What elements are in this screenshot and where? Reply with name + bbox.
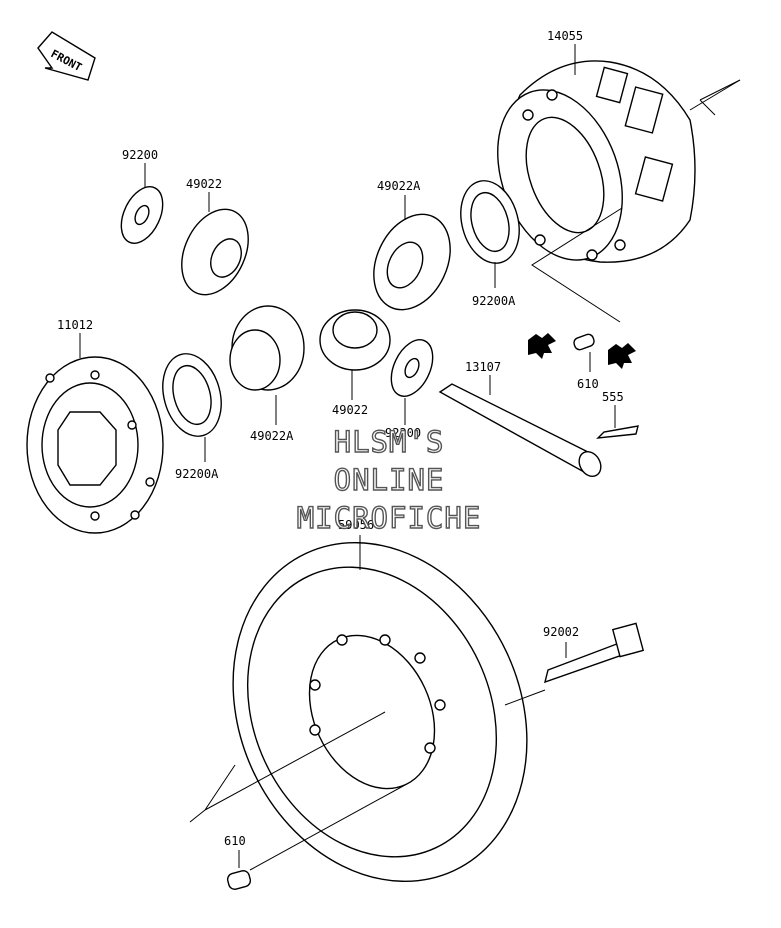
- pin-610-right: [528, 333, 636, 372]
- pin-555: [596, 405, 639, 439]
- watermark-line-3: MICROFICHE: [297, 501, 482, 535]
- part-label-49022A: 49022A: [250, 429, 294, 443]
- washer-92200-top: [120, 163, 164, 244]
- part-label-610: 610: [577, 377, 599, 391]
- part-label-13107: 13107: [465, 360, 501, 374]
- bevel-gear-49022A-top: [373, 195, 451, 311]
- watermark: HLSM'S ONLINE MICROFICHE: [296, 424, 482, 535]
- differential-case: [497, 44, 741, 263]
- bevel-gear-49022-left: [181, 192, 249, 296]
- part-label-11012: 11012: [57, 318, 93, 332]
- part-label-14055: 14055: [547, 29, 583, 43]
- washer-92200A-left: [162, 353, 222, 462]
- part-label-555: 555: [602, 390, 624, 404]
- watermark-line-1: HLSM'S: [334, 425, 445, 459]
- part-label-92200A: 92200A: [175, 467, 219, 481]
- bolt-92002: [504, 622, 645, 706]
- part-label-610: 610: [224, 834, 246, 848]
- pin-610-bottom: [226, 850, 252, 890]
- bevel-gear-49022-mid: [319, 309, 391, 400]
- part-label-49022A: 49022A: [377, 179, 421, 193]
- part-label-92200: 92200: [122, 148, 158, 162]
- washer-92200-mid: [390, 339, 434, 425]
- part-label-49022: 49022: [186, 177, 222, 191]
- bevel-gear-49022A-bottom: [229, 305, 305, 425]
- front-arrow: FRONT: [37, 31, 96, 81]
- washer-92200A-right: [460, 180, 623, 323]
- part-label-49022: 49022: [332, 403, 368, 417]
- flange-11012: [26, 333, 164, 534]
- shaft-13107: [438, 375, 602, 478]
- part-label-92200A: 92200A: [472, 294, 516, 308]
- part-label-92200: 92200: [385, 426, 421, 440]
- ring-gear-59056: [189, 535, 528, 882]
- watermark-line-2: ONLINE: [334, 463, 445, 497]
- part-label-92002: 92002: [543, 625, 579, 639]
- part-label-59056: 59056: [338, 518, 374, 532]
